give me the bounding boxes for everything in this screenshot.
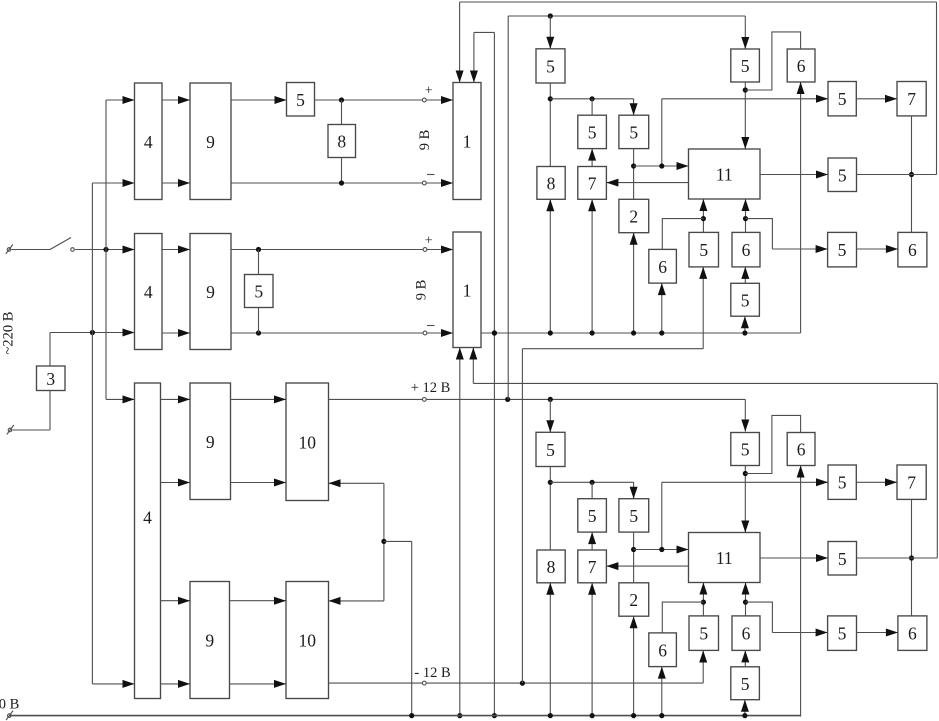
svg-text:9: 9 bbox=[206, 282, 215, 302]
svg-text:1: 1 bbox=[463, 280, 472, 300]
svg-text:6: 6 bbox=[908, 624, 917, 644]
svg-text:7: 7 bbox=[907, 473, 916, 493]
svg-text:9: 9 bbox=[205, 631, 214, 651]
svg-text:5: 5 bbox=[838, 549, 847, 569]
svg-text:0 В: 0 В bbox=[0, 697, 19, 713]
svg-text:6: 6 bbox=[742, 624, 751, 644]
svg-text:5: 5 bbox=[838, 240, 847, 260]
svg-text:2: 2 bbox=[629, 590, 638, 610]
svg-text:10: 10 bbox=[299, 432, 317, 452]
svg-text:10: 10 bbox=[299, 631, 317, 651]
svg-text:4: 4 bbox=[143, 508, 152, 528]
svg-text:5: 5 bbox=[588, 122, 597, 142]
svg-text:11: 11 bbox=[716, 548, 733, 568]
svg-text:8: 8 bbox=[547, 557, 556, 577]
svg-text:7: 7 bbox=[588, 173, 597, 193]
svg-text:7: 7 bbox=[588, 557, 597, 577]
svg-text:5: 5 bbox=[296, 90, 305, 110]
svg-text:~220 В: ~220 В bbox=[1, 312, 17, 355]
svg-text:6: 6 bbox=[658, 257, 667, 277]
svg-text:5: 5 bbox=[629, 506, 638, 526]
svg-text:- 12 В: - 12 В bbox=[414, 665, 450, 681]
svg-text:5: 5 bbox=[741, 440, 750, 460]
svg-text:5: 5 bbox=[838, 89, 847, 109]
svg-text:5: 5 bbox=[629, 122, 638, 142]
svg-text:2: 2 bbox=[629, 207, 638, 227]
svg-text:4: 4 bbox=[144, 132, 153, 152]
svg-text:5: 5 bbox=[254, 282, 263, 302]
svg-text:6: 6 bbox=[797, 56, 806, 76]
svg-text:1: 1 bbox=[463, 132, 472, 152]
svg-text:5: 5 bbox=[741, 56, 750, 76]
svg-text:9: 9 bbox=[206, 432, 215, 452]
svg-text:9: 9 bbox=[206, 132, 215, 152]
svg-text:5: 5 bbox=[838, 165, 847, 185]
svg-text:4: 4 bbox=[144, 282, 153, 302]
svg-text:8: 8 bbox=[547, 173, 556, 193]
svg-text:11: 11 bbox=[716, 165, 733, 185]
svg-text:5: 5 bbox=[699, 624, 708, 644]
svg-text:7: 7 bbox=[907, 89, 916, 109]
svg-text:5: 5 bbox=[699, 240, 708, 260]
svg-text:+: + bbox=[425, 84, 433, 99]
svg-text:6: 6 bbox=[908, 240, 917, 260]
svg-text:+: + bbox=[425, 234, 433, 249]
svg-text:+ 12 В: + 12 В bbox=[411, 380, 451, 396]
svg-text:5: 5 bbox=[741, 674, 750, 694]
svg-text:6: 6 bbox=[742, 240, 751, 260]
svg-text:5: 5 bbox=[838, 624, 847, 644]
svg-text:5: 5 bbox=[838, 473, 847, 493]
svg-text:6: 6 bbox=[797, 440, 806, 460]
svg-text:5: 5 bbox=[546, 440, 555, 460]
svg-text:6: 6 bbox=[658, 640, 667, 660]
svg-text:9 В: 9 В bbox=[414, 280, 430, 301]
svg-text:8: 8 bbox=[337, 132, 346, 152]
svg-text:5: 5 bbox=[546, 56, 555, 76]
svg-text:5: 5 bbox=[741, 290, 750, 310]
svg-text:3: 3 bbox=[46, 369, 55, 389]
svg-text:5: 5 bbox=[588, 506, 597, 526]
svg-text:9 В: 9 В bbox=[417, 130, 433, 151]
